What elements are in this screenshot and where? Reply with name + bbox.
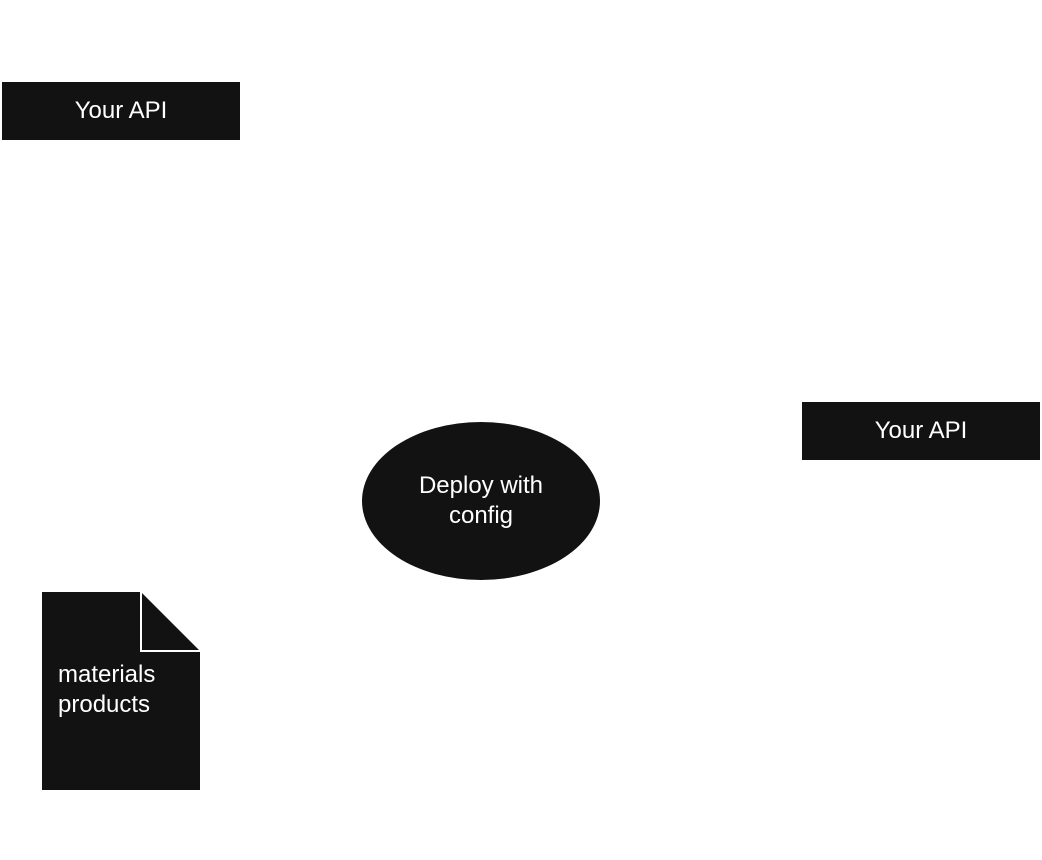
document-line-2: products [58, 691, 151, 718]
document-label: materials products [58, 660, 155, 720]
deploy-ellipse-label: Deploy with config [418, 472, 544, 529]
document-icon [42, 592, 200, 790]
deploy-ellipse[interactable]: Deploy with config [362, 422, 600, 580]
api-box-top-label: Your API [74, 97, 168, 124]
api-box-top[interactable]: Your API [2, 82, 240, 140]
document-line-1: materials [58, 661, 156, 688]
api-box-right-label: Your API [874, 417, 968, 444]
api-box-right[interactable]: Your API [802, 402, 1040, 460]
document-shape[interactable]: materials products [42, 592, 200, 790]
